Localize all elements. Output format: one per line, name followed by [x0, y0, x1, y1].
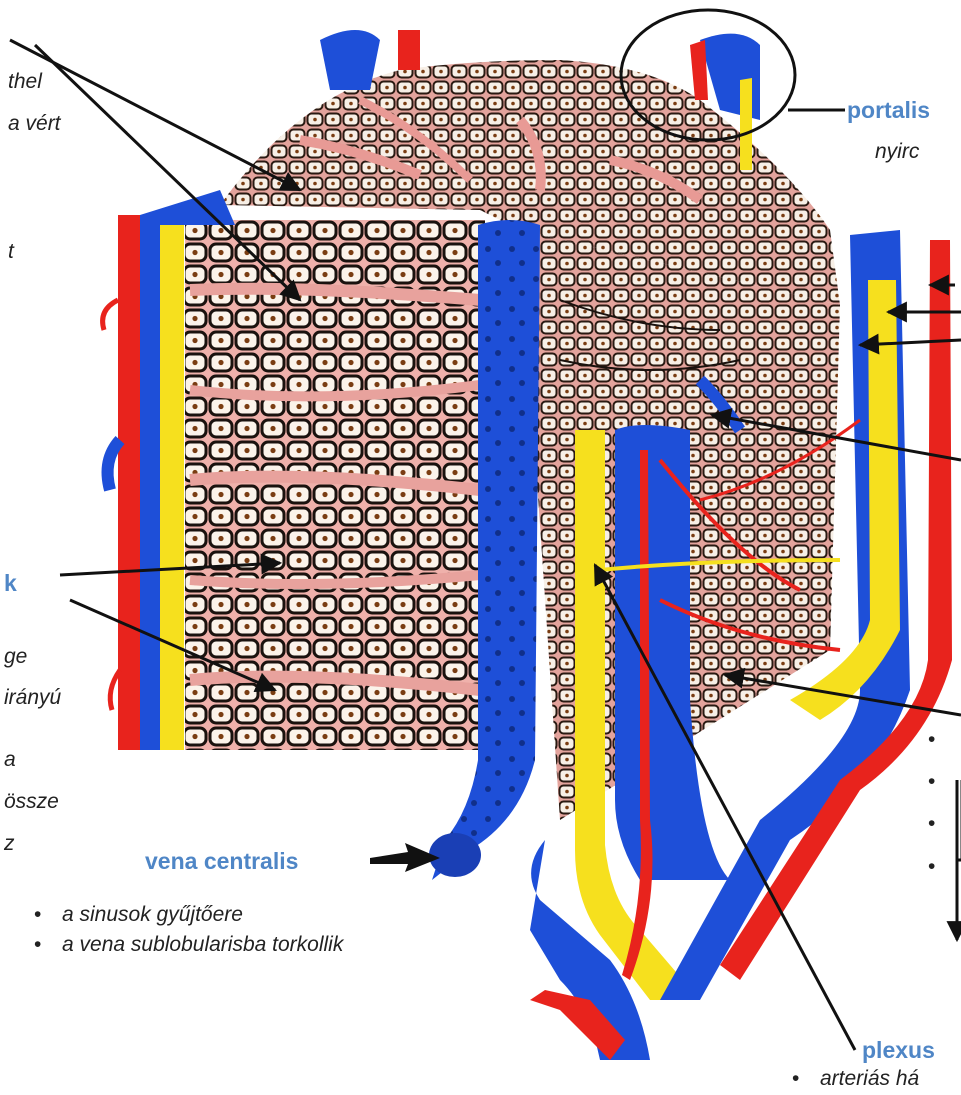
left-fragment-5: ge	[4, 645, 27, 669]
right-bullet-dot-3: •	[928, 812, 935, 836]
left-fragment-8: össze	[4, 790, 59, 814]
plexus-bullets: arteriás há	[786, 1064, 919, 1094]
right-bullet-dot-1: •	[928, 728, 935, 752]
left-fragment-9: z	[4, 832, 15, 856]
portalis-heading: portalis	[847, 97, 930, 123]
left-fragment-6: irányú	[4, 686, 61, 710]
left-fragment-3: t	[8, 240, 14, 264]
vena-centralis-arrow	[370, 843, 440, 872]
left-fragment-7: a	[4, 748, 16, 772]
vena-centralis-bullet-1: a sinusok gyűjtőere	[28, 900, 343, 930]
left-fragment-1: thel	[8, 70, 42, 94]
left-fragment-2: a vért	[8, 112, 61, 136]
left-fragment-4: k	[4, 570, 17, 596]
vena-centralis-heading: vena centralis	[145, 848, 298, 874]
vena-centralis-bullets: a sinusok gyűjtőere a vena sublobularisb…	[28, 900, 343, 960]
plexus-bullet-1: arteriás há	[786, 1064, 919, 1094]
vena-centralis-bullet-2: a vena sublobularisba torkollik	[28, 930, 343, 960]
right-bullet-dot-4: •	[928, 855, 935, 879]
plexus-heading: plexus	[862, 1037, 935, 1063]
right-bullet-dot-2: •	[928, 770, 935, 794]
portalis-subtitle: nyirc	[875, 140, 919, 164]
